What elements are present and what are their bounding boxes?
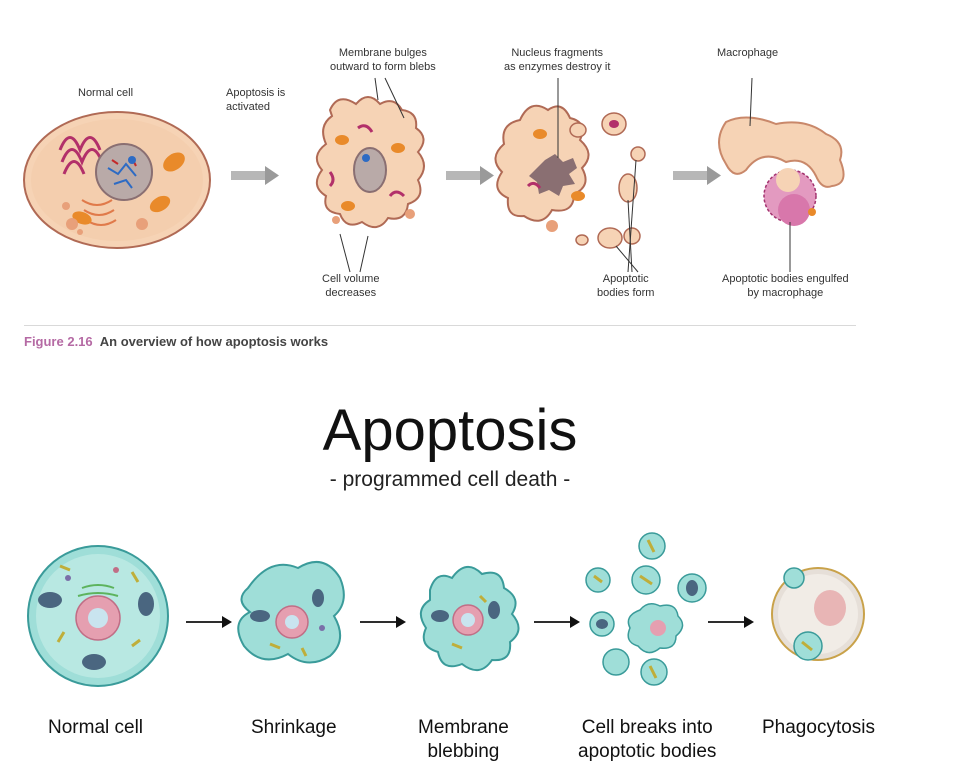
figure-caption: Figure 2.16 An overview of how apoptosis…: [24, 334, 328, 349]
bottom-arrow-4: [708, 616, 754, 628]
figure-caption-text: An overview of how apoptosis works: [99, 334, 329, 349]
step-label-normal-cell: Normal cell: [48, 717, 144, 738]
blebbing-cell-illustration: [315, 77, 425, 273]
label-nucleus-fragments: Nucleus fragments as enzymes destroy it: [504, 47, 611, 73]
bottom-arrow-2: [360, 616, 406, 628]
bottom-apoptotic-bodies: [585, 532, 707, 686]
label-apoptosis-activated: Apoptosis is activated: [226, 87, 286, 113]
apoptosis-subtitle: - programmed cell death -: [329, 468, 571, 491]
label-normal-cell: Normal cell: [78, 87, 134, 99]
label-cell-volume: Cell volume decreases: [322, 273, 380, 299]
apoptosis-title: Apoptosis: [322, 398, 578, 463]
bottom-normal-cell: [27, 545, 169, 687]
caption-divider: [24, 325, 856, 326]
label-macrophage: Macrophage: [717, 47, 779, 59]
arrow-3: [673, 166, 721, 185]
arrow-1: [231, 166, 279, 185]
step-label-phagocytosis: Phagocytosis: [762, 717, 876, 738]
bottom-blebbing-cell: [419, 566, 520, 671]
bottom-arrow-3: [534, 616, 580, 628]
arrow-2: [446, 166, 494, 185]
macrophage-illustration: [718, 77, 845, 272]
bottom-phagocyte: [771, 567, 865, 661]
label-membrane-bulges: Membrane bulges outward to form blebs: [330, 47, 436, 73]
label-apoptotic-bodies-form: Apoptotic bodies form: [597, 273, 655, 299]
figure-number: Figure 2.16: [24, 334, 93, 349]
bottom-arrow-1: [186, 616, 232, 628]
fragmenting-cell-illustration: [494, 78, 646, 273]
normal-cell-illustration: [23, 111, 211, 249]
bottom-shrinkage-cell: [237, 560, 345, 664]
step-label-shrinkage: Shrinkage: [251, 717, 337, 738]
step-label-membrane-blebbing: Membrane blebbing: [418, 717, 509, 762]
label-bodies-engulfed: Apoptotic bodies engulfed by macrophage: [722, 273, 849, 299]
step-label-apoptotic-bodies: Cell breaks into apoptotic bodies: [578, 717, 717, 762]
